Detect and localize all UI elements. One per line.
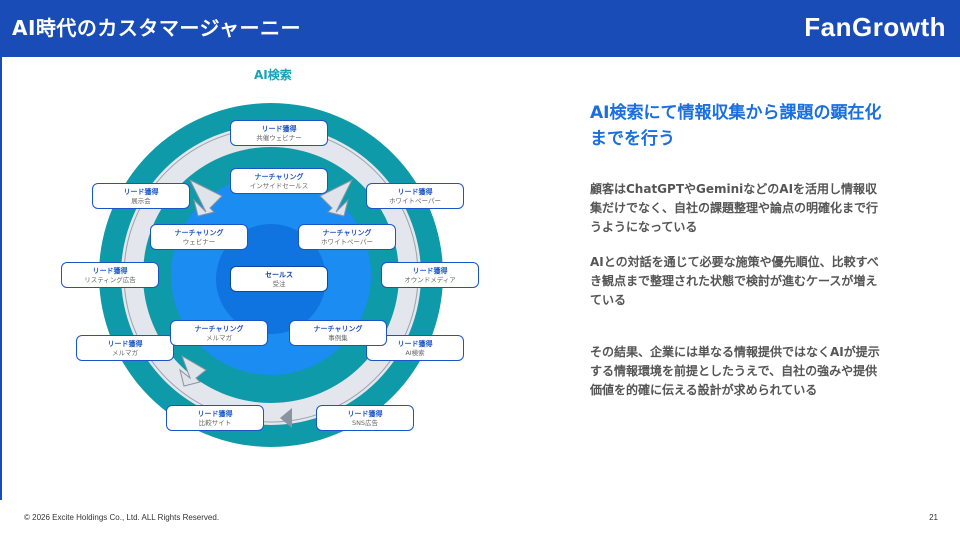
lead-label: リスティング広告	[84, 276, 136, 284]
lead-box-listing-ads: リード獲得 リスティング広告	[61, 262, 159, 288]
page-number: 21	[929, 513, 938, 522]
lead-box-sns-ads: リード獲得 SNS広告	[316, 405, 414, 431]
lead-type: リード獲得	[397, 340, 433, 348]
lead-box-owned-media: リード獲得 オウンドメディア	[381, 262, 479, 288]
brand-logo: FanGrowth	[804, 12, 946, 42]
arrow-top-left	[188, 178, 223, 217]
lead-label: SNS広告	[351, 419, 379, 427]
nurture-label: メルマガ	[206, 334, 232, 342]
section-heading: AI検索にて情報収集から課題の顕在化までを行う	[590, 103, 882, 149]
paragraph-2: AIとの対話を通じて必要な施策や優先順位、比較すべき観点まで整理された状態で検討…	[590, 255, 879, 307]
lead-box-comparison-site: リード獲得 比較サイト	[166, 405, 264, 431]
lead-type: リード獲得	[123, 188, 159, 196]
sales-label: 受注	[272, 280, 286, 288]
nurture-label: ホワイトペーパー	[321, 238, 373, 246]
left-accent-rule	[0, 57, 2, 500]
lead-label: 比較サイト	[198, 419, 232, 427]
lead-box-exhibition: リード獲得 展示会	[92, 183, 190, 209]
lead-label: オウンドメディア	[404, 276, 456, 284]
arrow-top-right	[319, 178, 354, 217]
diagram-title: AI検索	[254, 68, 292, 82]
nurture-box-whitepaper: ナーチャリング ホワイトペーパー	[298, 224, 396, 250]
lead-type: リード獲得	[107, 340, 143, 348]
nurture-box-inside-sales: ナーチャリング インサイドセールス	[230, 168, 328, 194]
lead-label: AI検索	[405, 349, 425, 357]
lead-type: リード獲得	[397, 188, 433, 196]
nurture-box-mail-magazine: ナーチャリング メルマガ	[170, 320, 268, 346]
sales-box-order: セールス 受注	[230, 266, 328, 292]
nurture-type: ナーチャリング	[174, 229, 224, 237]
lead-type: リード獲得	[412, 267, 448, 275]
nurture-label: インサイドセールス	[249, 182, 309, 190]
arrow-bottom	[280, 408, 292, 428]
lead-box-whitepaper: リード獲得 ホワイトペーパー	[366, 183, 464, 209]
nurture-type: ナーチャリング	[254, 173, 304, 181]
sales-type: セールス	[265, 271, 293, 279]
copyright-text: © 2026 Excite Holdings Co., Ltd. ALL Rig…	[24, 513, 220, 522]
lead-box-ai-search: リード獲得 AI検索	[366, 335, 464, 361]
lead-box-cohosted-webinar: リード獲得 共催ウェビナー	[230, 120, 328, 146]
lead-label: ホワイトペーパー	[389, 197, 441, 205]
page-title: AI時代のカスタマージャーニー	[12, 16, 302, 40]
nurture-label: ウェビナー	[182, 238, 216, 246]
nurture-type: ナーチャリング	[313, 325, 363, 333]
nurture-box-case-studies: ナーチャリング 事例集	[289, 320, 387, 346]
lead-box-mail-magazine: リード獲得 メルマガ	[76, 335, 174, 361]
arrow-bottom-left	[179, 354, 207, 387]
lead-label: 展示会	[131, 197, 151, 205]
header-bar: AI時代のカスタマージャーニー FanGrowth	[0, 0, 960, 57]
nurture-label: 事例集	[328, 334, 348, 342]
lead-label: 共催ウェビナー	[256, 134, 302, 142]
nurture-type: ナーチャリング	[322, 229, 372, 237]
lead-type: リード獲得	[197, 410, 233, 418]
paragraph-3: その結果、企業には単なる情報提供ではなくAIが提示する情報環境を前提としたうえで…	[590, 345, 880, 397]
lead-type: リード獲得	[261, 125, 297, 133]
lead-label: メルマガ	[112, 349, 138, 357]
lead-type: リード獲得	[347, 410, 383, 418]
nurture-type: ナーチャリング	[194, 325, 244, 333]
nurture-box-webinar: ナーチャリング ウェビナー	[150, 224, 248, 250]
paragraph-1: 顧客はChatGPTやGeminiなどのAIを活用し情報収集だけでなく、自社の課…	[590, 182, 879, 234]
lead-type: リード獲得	[92, 267, 128, 275]
